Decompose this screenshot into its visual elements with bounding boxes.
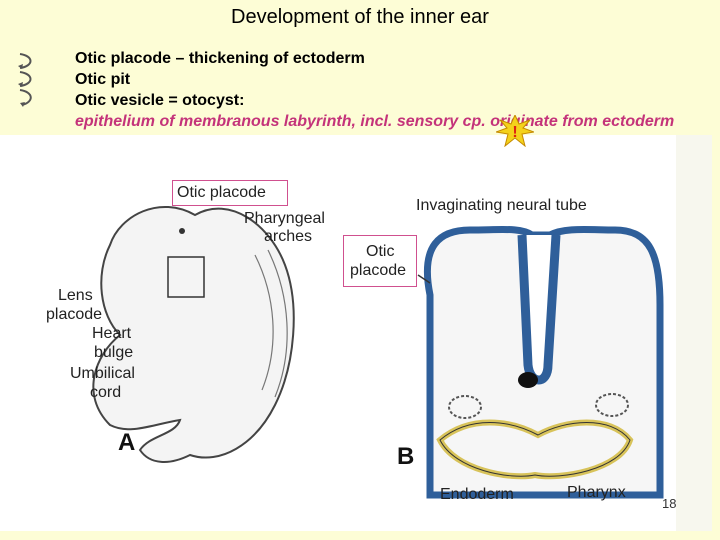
right-border-band (676, 135, 712, 531)
otic-placode-label-box: Otic placode (172, 180, 288, 206)
embryo-figure: Otic placode Pharyngeal arches Lens plac… (0, 135, 712, 531)
label-pharyngeal: Pharyngeal (244, 210, 325, 227)
bullet-otic-vesicle: Otic vesicle = otocyst: (75, 92, 245, 109)
label-umbilical: Umbilical (70, 365, 135, 382)
otic-region-box (167, 256, 205, 298)
embryo-outline (92, 205, 295, 463)
warning-burst-icon: ! (496, 115, 534, 147)
label-placode-b: placode (350, 262, 407, 279)
bullet-otic-placode: Otic placode – thickening of ectoderm (75, 50, 365, 67)
bullet-list: Otic placode – thickening of ectoderm Ot… (75, 48, 705, 132)
label-pharynx: Pharynx (567, 484, 626, 501)
label-lens: Lens (58, 287, 93, 304)
label-cord: cord (90, 384, 122, 401)
label-otic: Otic (366, 243, 395, 260)
label-arches: arches (264, 228, 313, 245)
otic-placode-b-box: Otic placode (343, 235, 417, 287)
panel-letter-a: A (118, 429, 136, 456)
page-number: 18 (662, 496, 677, 511)
label-heart: Heart (92, 325, 132, 342)
label-placode: placode (46, 306, 103, 323)
slide-title: Development of the inner ear (231, 6, 489, 28)
bullet-otic-pit: Otic pit (75, 71, 131, 88)
curved-arrows-icon (18, 53, 32, 107)
label-endoderm: Endoderm (440, 486, 514, 503)
figure-drawing (0, 135, 712, 531)
label-bulge: bulge (94, 344, 134, 361)
bullet-note: epithelium of membranous labyrinth, incl… (75, 113, 675, 130)
neural-section (423, 225, 664, 499)
panel-letter-b: B (397, 443, 415, 470)
label-otic-placode-a: Otic placode (177, 184, 266, 201)
label-invaginating-neural-tube: Invaginating neural tube (416, 197, 587, 214)
somites (254, 249, 288, 398)
svg-text:!: ! (512, 124, 517, 141)
